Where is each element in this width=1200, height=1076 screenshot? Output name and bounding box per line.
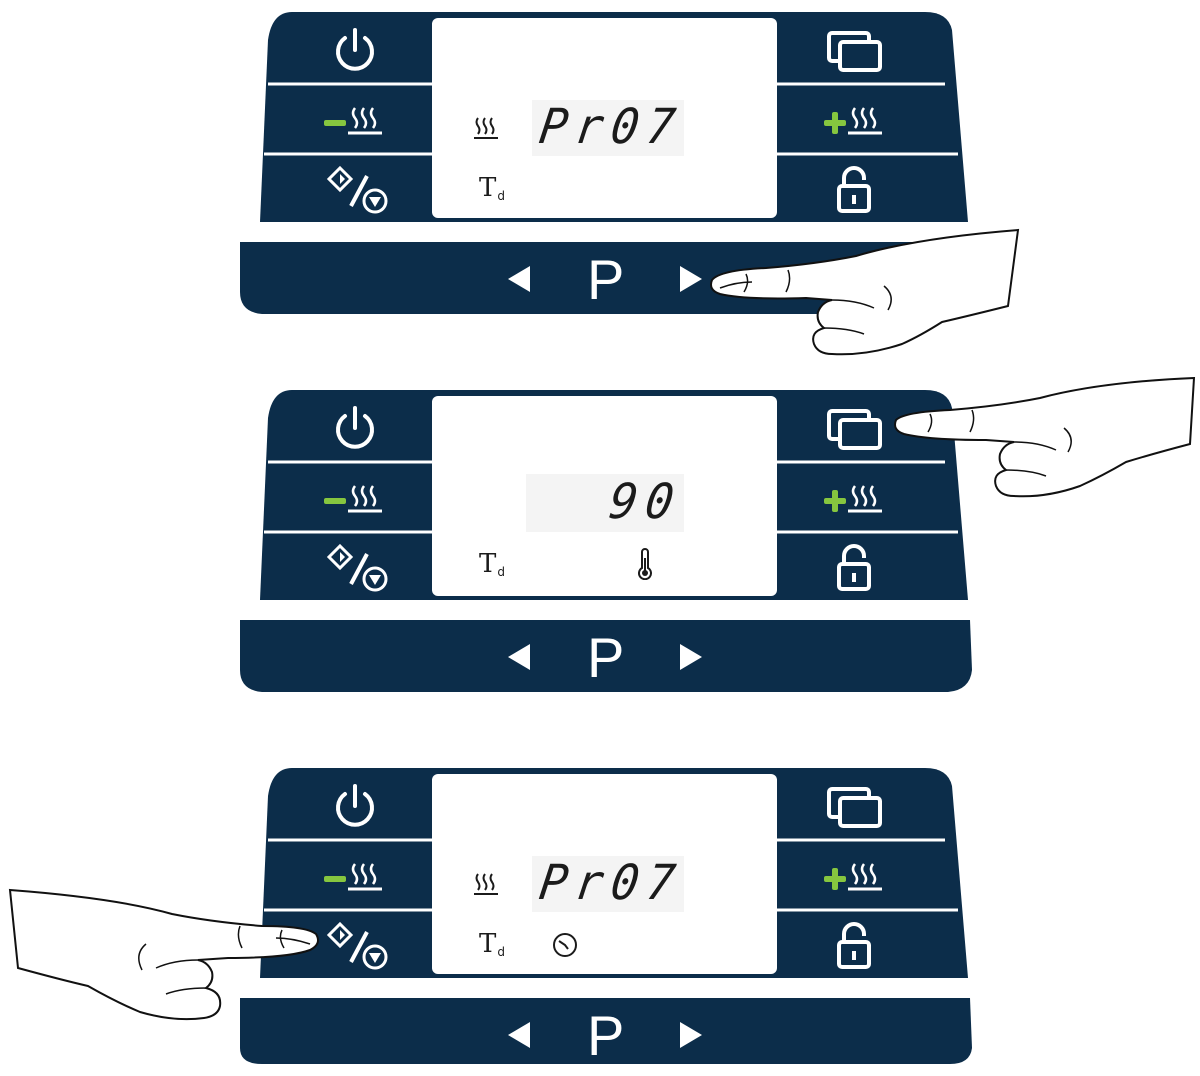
heat-icon	[474, 873, 498, 895]
heat-icon	[474, 117, 498, 139]
plus-heat-icon	[824, 485, 882, 513]
unlocked-padlock-icon	[837, 166, 871, 213]
left-arrow-button[interactable]	[506, 642, 532, 672]
minus-heat-icon	[324, 863, 382, 891]
right-arrow-button[interactable]	[678, 1020, 704, 1050]
triangle-left-icon	[508, 1022, 530, 1048]
power-icon	[336, 784, 374, 827]
triangle-right-icon	[680, 1022, 702, 1048]
decrease-temperature-button[interactable]	[322, 104, 388, 138]
trays-icon	[827, 409, 882, 450]
power-button[interactable]	[332, 782, 378, 832]
right-arrow-button[interactable]	[678, 264, 704, 294]
clock-icon	[553, 933, 577, 957]
left-arrow-button[interactable]	[506, 264, 532, 294]
triangle-right-icon	[680, 266, 702, 292]
triangle-right-icon	[680, 644, 702, 670]
program-button[interactable]: P	[587, 1004, 625, 1067]
display-value: 90	[606, 472, 686, 530]
display-backdrop	[532, 100, 684, 156]
increase-temperature-button[interactable]	[822, 104, 888, 138]
minus-heat-icon	[324, 485, 382, 513]
control-panel-step-3: Pr07 Td	[0, 766, 1200, 1076]
program-button[interactable]: P	[587, 248, 625, 311]
hand-start-stop-pointer	[8, 888, 319, 1021]
lock-button[interactable]	[836, 544, 872, 592]
power-button[interactable]	[332, 404, 378, 454]
triangle-left-icon	[508, 266, 530, 292]
thermometer-icon	[638, 548, 652, 580]
start-stop-button[interactable]	[325, 921, 391, 970]
power-icon	[336, 28, 374, 71]
display-value: Pr07	[536, 853, 687, 911]
start-stop-icon	[326, 165, 388, 214]
plus-heat-icon	[824, 107, 882, 135]
unlocked-padlock-icon	[837, 544, 871, 591]
display-backdrop	[532, 856, 684, 912]
pointing-hand-icon	[6, 884, 322, 1022]
trays-icon	[827, 31, 882, 72]
lcd-display: Pr07 Td	[432, 18, 777, 218]
td-indicator: Td	[479, 173, 505, 203]
trays-icon	[827, 787, 882, 828]
pointing-hand-icon	[890, 374, 1196, 504]
decrease-temperature-button[interactable]	[322, 482, 388, 516]
td-indicator: Td	[479, 929, 505, 959]
pointing-hand-icon	[706, 226, 1024, 362]
power-icon	[336, 406, 374, 449]
control-panel-step-1: Pr07 Td	[0, 10, 1200, 320]
trays-button[interactable]	[826, 408, 884, 452]
start-stop-button[interactable]	[325, 543, 391, 592]
control-panel-step-2: 90 Td	[0, 388, 1200, 698]
program-button[interactable]: P	[587, 626, 625, 689]
display-backdrop	[526, 474, 684, 532]
start-stop-icon	[326, 543, 388, 592]
lock-button[interactable]	[836, 922, 872, 970]
lock-button[interactable]	[836, 166, 872, 214]
trays-button[interactable]	[826, 786, 884, 830]
power-button[interactable]	[332, 26, 378, 76]
start-stop-button[interactable]	[325, 165, 391, 214]
lcd-display: 90 Td	[432, 396, 777, 596]
hand-trays-pointer	[894, 376, 1196, 498]
triangle-left-icon	[508, 644, 530, 670]
minus-heat-icon	[324, 107, 382, 135]
hand-right-arrow-pointer	[710, 228, 1020, 356]
increase-temperature-button[interactable]	[822, 482, 888, 516]
trays-button[interactable]	[826, 30, 884, 74]
unlocked-padlock-icon	[837, 922, 871, 969]
start-stop-icon	[326, 921, 388, 970]
decrease-temperature-button[interactable]	[322, 860, 388, 894]
left-arrow-button[interactable]	[506, 1020, 532, 1050]
lcd-display: Pr07 Td	[432, 774, 777, 974]
increase-temperature-button[interactable]	[822, 860, 888, 894]
display-value: Pr07	[536, 97, 687, 155]
plus-heat-icon	[824, 863, 882, 891]
right-arrow-button[interactable]	[678, 642, 704, 672]
td-indicator: Td	[479, 549, 505, 579]
